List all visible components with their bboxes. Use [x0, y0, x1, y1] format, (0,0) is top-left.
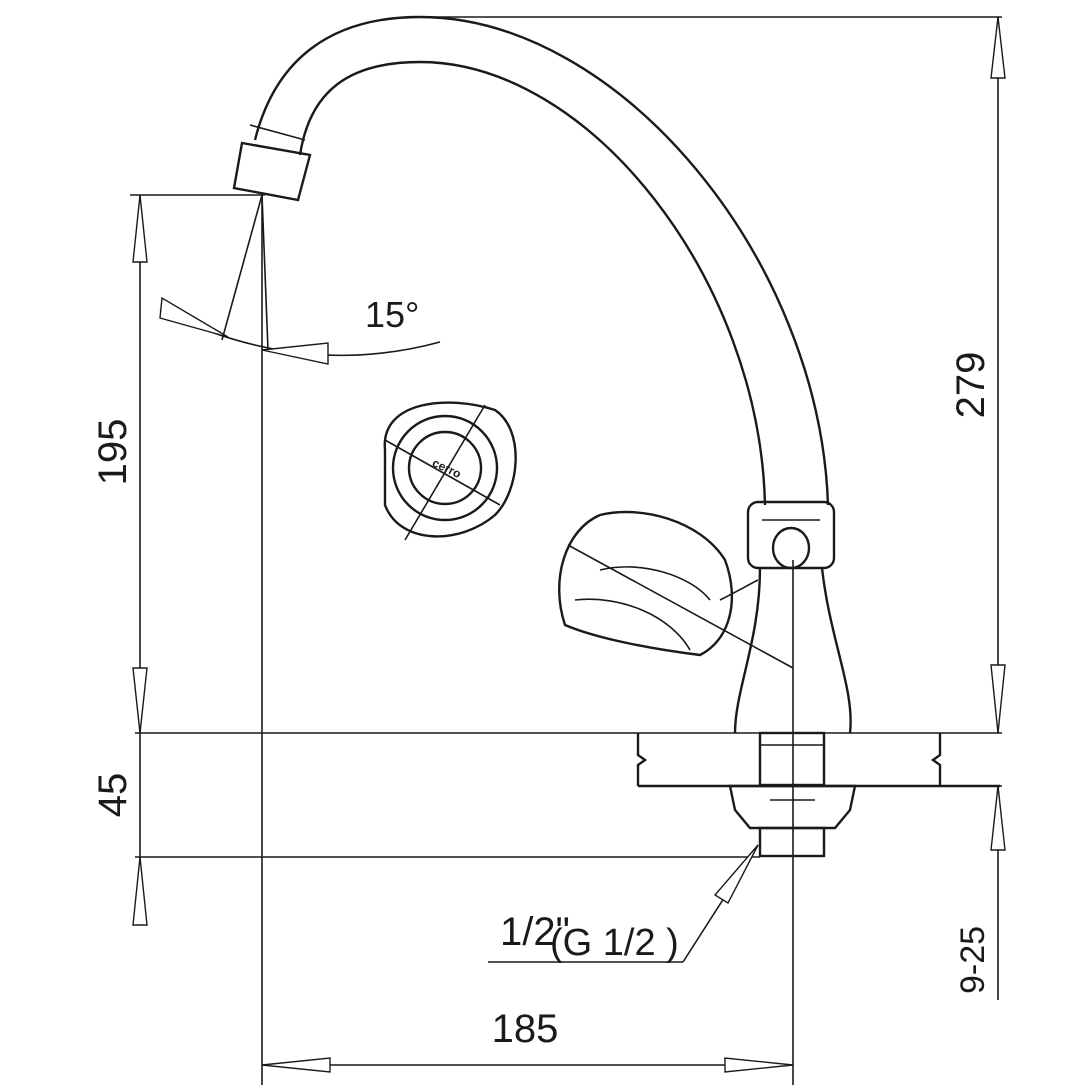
extension-lines [130, 16, 1002, 1085]
thread-callout: 1/2" (G 1/2 ) [488, 844, 759, 964]
logo-text: cerro [430, 456, 463, 481]
dimension-45-label: 45 [91, 773, 135, 818]
thread-type-label: (G 1/2 ) [550, 922, 679, 964]
swivel-nut [746, 500, 836, 570]
dimension-185-label: 185 [492, 1007, 559, 1051]
faucet-body [733, 567, 852, 734]
logo-cap: cerro [383, 401, 517, 541]
spout [232, 15, 830, 506]
dimension-9-25-label: 9-25 [954, 926, 992, 994]
dimension-195-label: 195 [91, 419, 135, 486]
dimension-45: 45 [91, 733, 148, 926]
angle-label: 15° [365, 294, 419, 335]
lever-handle [558, 510, 794, 669]
dimension-279-label: 279 [949, 352, 993, 419]
countertop [636, 733, 1000, 788]
mounting-shank [728, 731, 857, 858]
dimension-185: 185 [261, 1007, 794, 1073]
dimension-279: 279 [949, 16, 1006, 734]
dimension-195: 195 [91, 194, 148, 734]
dimension-9-25: 9-25 [954, 785, 1006, 1000]
thread-size-label: 1/2" [500, 910, 570, 954]
angle-15-annotation: 15° [159, 194, 441, 365]
